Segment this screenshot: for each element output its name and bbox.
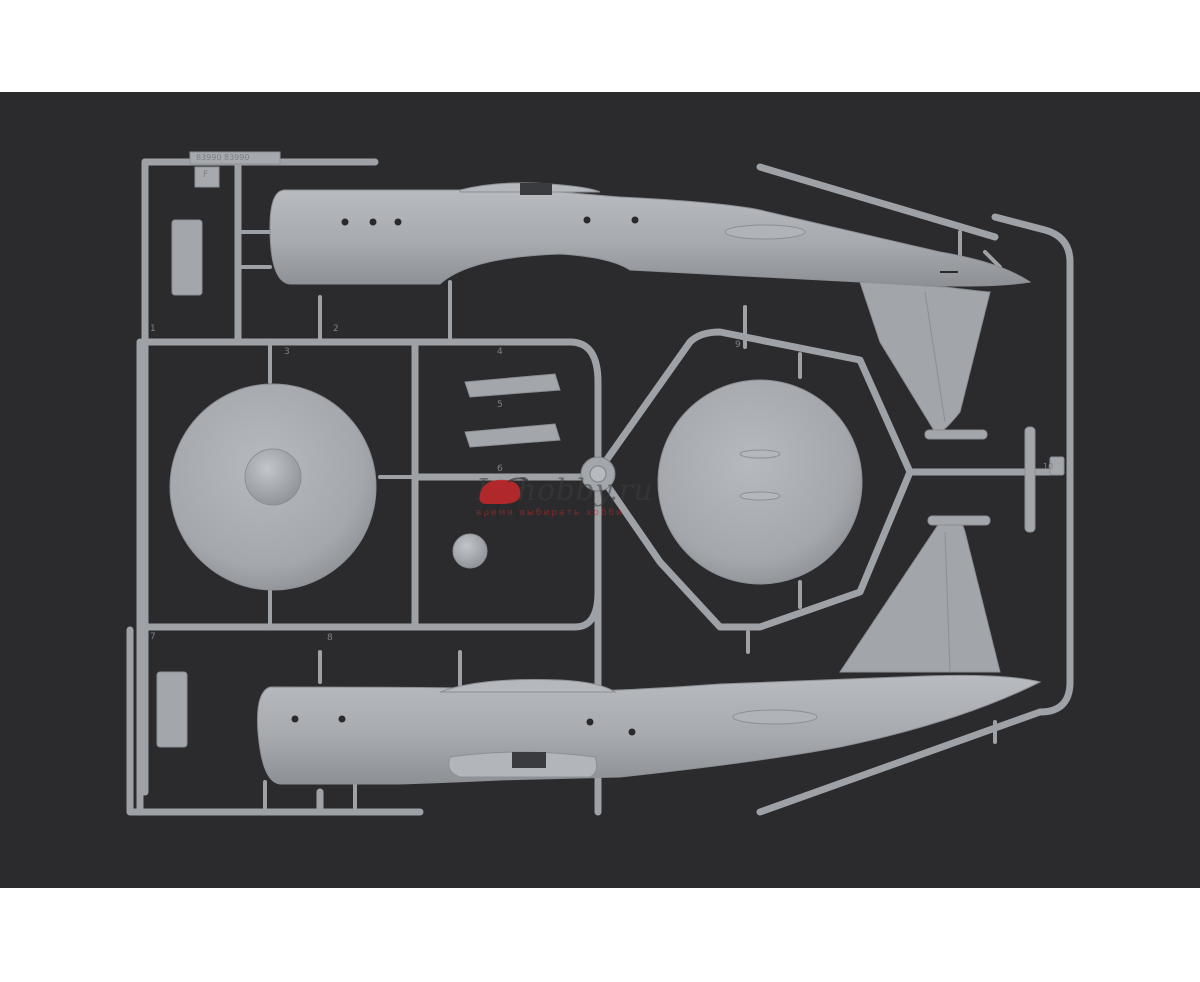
lower-fuselage-half — [257, 518, 1042, 785]
sphere-part — [452, 533, 488, 569]
frame-letter: F — [203, 170, 209, 180]
pin-parts — [924, 429, 991, 526]
part-number-label: 10 — [1043, 462, 1054, 471]
sprue-hub — [580, 456, 616, 492]
part-number-label: 8 — [327, 633, 333, 643]
part-number-label: 9 — [735, 340, 741, 350]
watermark-slogan: время выбирать хобби — [476, 508, 624, 518]
sprue-tags — [189, 151, 281, 188]
box-parts — [156, 219, 203, 748]
part-number-label: 4 — [497, 347, 503, 357]
product-photo: F 83990 83990 1 2 3 4 5 6 7 8 9 10 Imhob… — [0, 92, 1200, 888]
watermark: Imhobby.ru время выбирать хобби — [472, 474, 653, 519]
part-number-label: 2 — [333, 324, 339, 334]
part-number-label: 7 — [150, 632, 156, 642]
strut-parts — [464, 373, 561, 448]
chair-logo-icon — [479, 477, 529, 519]
upper-fuselage-half — [269, 182, 1032, 434]
left-disc-part — [169, 383, 377, 591]
right-disc-part — [657, 379, 863, 585]
part-number-label: 6 — [497, 464, 503, 474]
sprue-gates — [236, 230, 1002, 814]
sprue-illustration — [126, 151, 1074, 816]
part-number-label: 1 — [150, 324, 156, 334]
sprue-frame — [126, 158, 1074, 816]
sprue-code: 83990 83990 — [196, 153, 250, 162]
rod-part — [1024, 426, 1065, 533]
part-number-label: 3 — [284, 347, 290, 357]
part-number-label: 5 — [497, 400, 503, 410]
